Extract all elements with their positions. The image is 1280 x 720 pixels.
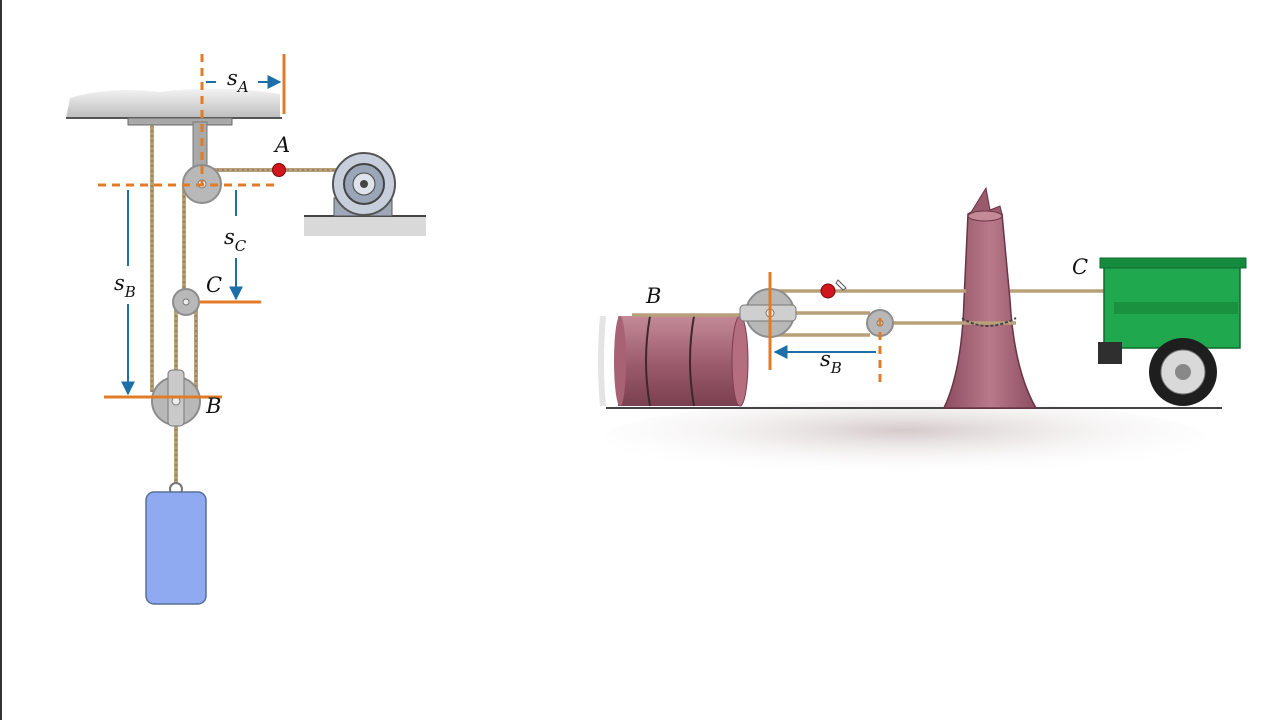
point-rope-right — [820, 283, 836, 299]
log-b — [598, 315, 749, 407]
motor — [332, 152, 396, 217]
trailer-c — [1098, 257, 1247, 406]
dimension-arrows-left — [121, 75, 282, 396]
ropes-right — [632, 289, 1104, 337]
label-point-a: A — [273, 133, 290, 157]
label-pulley-b: B — [205, 394, 221, 418]
label-pulley-c: C — [206, 273, 222, 297]
right-pulley-system: B C sB — [598, 186, 1247, 476]
label-log-b: B — [645, 284, 661, 308]
label-sc: sC — [224, 225, 247, 255]
ceiling-mount-plate — [127, 117, 233, 126]
datum-lines-right — [768, 272, 882, 382]
ceiling — [66, 88, 280, 118]
motor-ground — [304, 216, 426, 236]
label-trailer-c: C — [1072, 255, 1088, 279]
hanging-weight — [145, 491, 207, 605]
datum-lines-left — [98, 54, 286, 399]
label-sb-right: sB — [820, 347, 842, 377]
ground-shadow — [605, 400, 1205, 476]
tree-stump — [942, 208, 1038, 409]
point-a — [272, 163, 286, 177]
left-pulley-system: sA sB sC A C B — [66, 54, 426, 605]
pencil-icon — [835, 279, 847, 291]
label-sa: sA — [227, 66, 249, 96]
label-sb: sB — [114, 271, 136, 301]
